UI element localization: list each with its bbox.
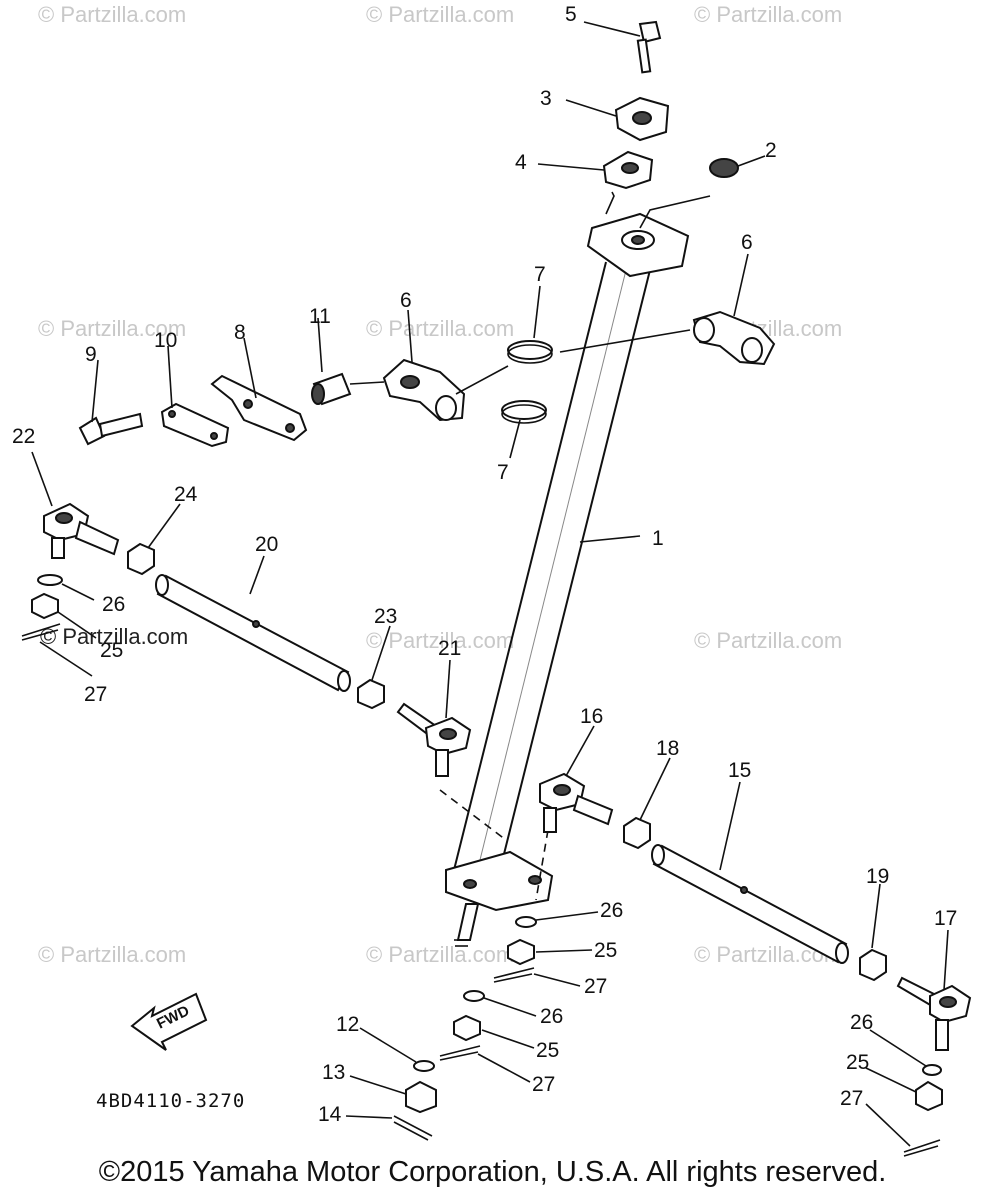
callout-label: 6 bbox=[400, 289, 412, 312]
callout-label: 22 bbox=[12, 425, 36, 448]
tie-rod-end-part-22 bbox=[43, 502, 120, 559]
callout-label: 5 bbox=[565, 3, 577, 26]
callout-label: 19 bbox=[866, 865, 890, 888]
bolt-part-5 bbox=[636, 20, 662, 74]
pin-part-11 bbox=[311, 372, 352, 406]
cotter-pin-part-27 bbox=[439, 1045, 481, 1061]
callout-label: 25 bbox=[594, 939, 618, 962]
cotter-pin-part-27 bbox=[903, 1139, 941, 1157]
callout-label: 4 bbox=[515, 151, 527, 174]
washer-part-26 bbox=[922, 1064, 942, 1076]
callout-label: 20 bbox=[255, 533, 279, 556]
washer-part-12 bbox=[413, 1060, 435, 1072]
callout-label: 13 bbox=[322, 1061, 346, 1084]
callout-label: 6 bbox=[741, 231, 753, 254]
callout-label: 26 bbox=[102, 593, 126, 616]
callout-label: 15 bbox=[728, 759, 752, 782]
nut-part-25 bbox=[453, 1014, 481, 1042]
watermark: © Partzilla.com bbox=[366, 942, 515, 967]
steering-shaft bbox=[445, 212, 690, 947]
arm-part-8 bbox=[210, 374, 308, 442]
callout-label: 7 bbox=[497, 461, 509, 484]
tie-rod-part-15 bbox=[651, 844, 849, 964]
watermark: © Partzilla.com bbox=[694, 628, 843, 653]
callout-label: 17 bbox=[934, 907, 958, 930]
callout-label: 1 bbox=[652, 527, 664, 550]
leader-lines bbox=[31, 21, 949, 1147]
callout-label: 21 bbox=[438, 637, 462, 660]
callout-label: 9 bbox=[85, 343, 97, 366]
callout-label: 12 bbox=[336, 1013, 360, 1036]
nut-part-23 bbox=[357, 678, 385, 710]
callout-label: 27 bbox=[84, 683, 108, 706]
callout-label: 3 bbox=[540, 87, 552, 110]
tie-rod-end-part-16 bbox=[539, 772, 614, 833]
callout-label: 25 bbox=[100, 639, 124, 662]
watermark: © Partzilla.com bbox=[366, 628, 515, 653]
washer-part-26 bbox=[463, 990, 485, 1002]
nut-part-25 bbox=[507, 938, 535, 966]
ring-part-7-lower bbox=[501, 400, 547, 420]
watermark: © Partzilla.com bbox=[366, 316, 515, 341]
callout-label: 2 bbox=[765, 139, 777, 162]
washer-part-26 bbox=[515, 916, 537, 928]
callout-label: 27 bbox=[840, 1087, 864, 1110]
watermark: © Partzilla.com bbox=[40, 624, 189, 649]
watermark: © Partzilla.com bbox=[38, 316, 187, 341]
copyright-notice: ©2015 Yamaha Motor Corporation, U.S.A. A… bbox=[98, 1156, 887, 1188]
watermark: © Partzilla.com bbox=[38, 2, 187, 27]
callout-label: 10 bbox=[154, 329, 178, 352]
callout-label: 14 bbox=[318, 1103, 342, 1126]
watermark: © Partzilla.com bbox=[38, 942, 187, 967]
callout-label: 25 bbox=[846, 1051, 870, 1074]
callout-label: 27 bbox=[532, 1073, 556, 1096]
callout-label: 26 bbox=[600, 899, 624, 922]
watermark: © Partzilla.com bbox=[694, 2, 843, 27]
nut-part-25 bbox=[915, 1080, 943, 1112]
watermark: © Partzilla.com bbox=[366, 2, 515, 27]
tie-rod-end-part-21 bbox=[396, 702, 472, 777]
cap-part-2 bbox=[709, 158, 739, 178]
nut-part-18 bbox=[623, 816, 651, 850]
callout-label: 26 bbox=[850, 1011, 874, 1034]
washer-part-26 bbox=[37, 574, 63, 586]
nut-part-19 bbox=[859, 948, 887, 982]
callout-label: 7 bbox=[534, 263, 546, 286]
nut-part-24 bbox=[127, 542, 155, 576]
tie-rod-part-20 bbox=[155, 574, 351, 692]
callout-label: 25 bbox=[536, 1039, 560, 1062]
callout-label: 23 bbox=[374, 605, 398, 628]
callout-label: 8 bbox=[234, 321, 246, 344]
callout-label: 26 bbox=[540, 1005, 564, 1028]
callout-label: 16 bbox=[580, 705, 604, 728]
nut-part-13 bbox=[405, 1080, 437, 1114]
cotter-pin-part-14 bbox=[393, 1115, 433, 1141]
bolt-part-9 bbox=[78, 412, 144, 446]
diagram-code: 4BD4110-3270 bbox=[96, 1090, 246, 1112]
nut-part-25 bbox=[31, 592, 59, 620]
clamp-hole bbox=[632, 111, 652, 125]
callout-label: 27 bbox=[584, 975, 608, 998]
callout-label: 24 bbox=[174, 483, 198, 506]
fwd-arrow-icon bbox=[130, 992, 208, 1051]
cotter-pin-part-27 bbox=[493, 967, 535, 983]
ring-part-7-upper bbox=[507, 340, 553, 360]
cotter-pin-part-27 bbox=[21, 623, 61, 641]
callout-label: 11 bbox=[309, 305, 331, 328]
clamp-hole bbox=[621, 162, 639, 174]
callout-label: 18 bbox=[656, 737, 680, 760]
tie-rod-end-part-17 bbox=[896, 976, 972, 1051]
